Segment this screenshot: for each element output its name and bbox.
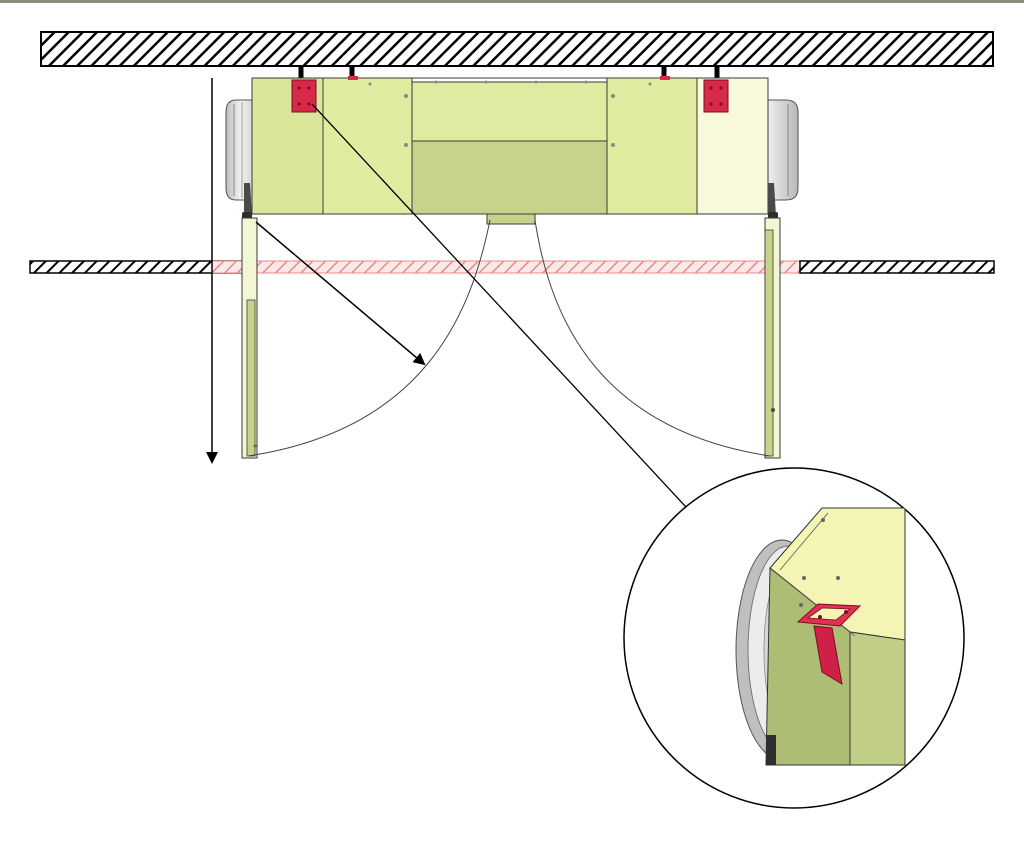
mounting-bracket-right	[703, 79, 729, 113]
swing-arc-right	[534, 219, 771, 457]
false-ceiling-left	[29, 260, 243, 274]
ceiling-slab	[40, 31, 994, 67]
access-panel-right	[764, 217, 781, 459]
mounting-bracket-left	[291, 79, 317, 113]
unit-center-bottom-panel	[411, 140, 608, 215]
false-ceiling-right	[799, 260, 995, 274]
detail-leader-line	[311, 103, 699, 521]
panel-open-arrow	[255, 221, 426, 366]
top-border-rule	[0, 0, 1024, 3]
bracket-tabs-top	[348, 76, 670, 80]
unit-left-middle-section	[322, 77, 413, 215]
unit-center-top-panel	[411, 81, 608, 142]
detail-screws	[799, 518, 840, 607]
detail-view	[623, 467, 965, 809]
unit-body	[251, 77, 769, 215]
detail-bracket	[796, 603, 862, 685]
access-panel-left	[241, 217, 258, 459]
false-ceiling-cutout	[211, 260, 801, 274]
right-duct-spigot	[765, 99, 799, 201]
unit-right-middle-section	[606, 77, 698, 215]
body-screws	[368, 80, 652, 147]
swing-arc-left	[247, 219, 491, 457]
left-duct-spigot	[225, 99, 257, 201]
bottom-spigot	[486, 213, 536, 225]
